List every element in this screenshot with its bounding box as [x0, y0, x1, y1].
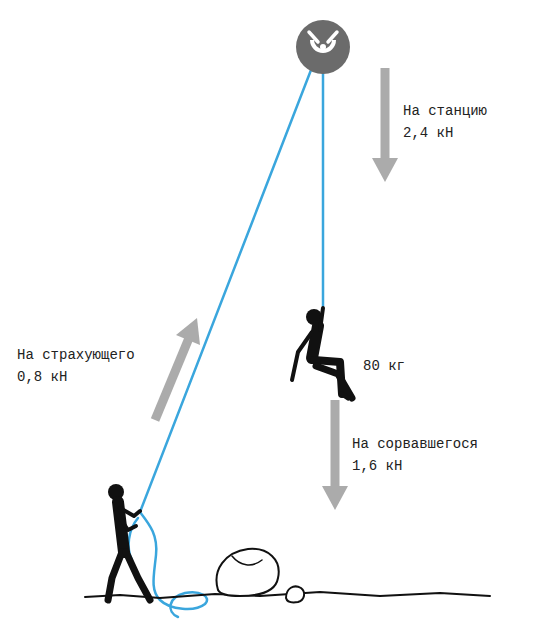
force-label: На станцию 2,4 кН [403, 100, 491, 144]
ground [85, 549, 490, 603]
force-label: На сорвавшегося 1,6 кН [352, 433, 482, 477]
force-label: На страхующего 0,8 кН [17, 344, 139, 388]
fallen-climber [292, 308, 352, 398]
rope [129, 70, 323, 617]
force-label: 80 кг [363, 355, 405, 377]
belayer [108, 484, 150, 600]
anchor-station [296, 20, 350, 74]
